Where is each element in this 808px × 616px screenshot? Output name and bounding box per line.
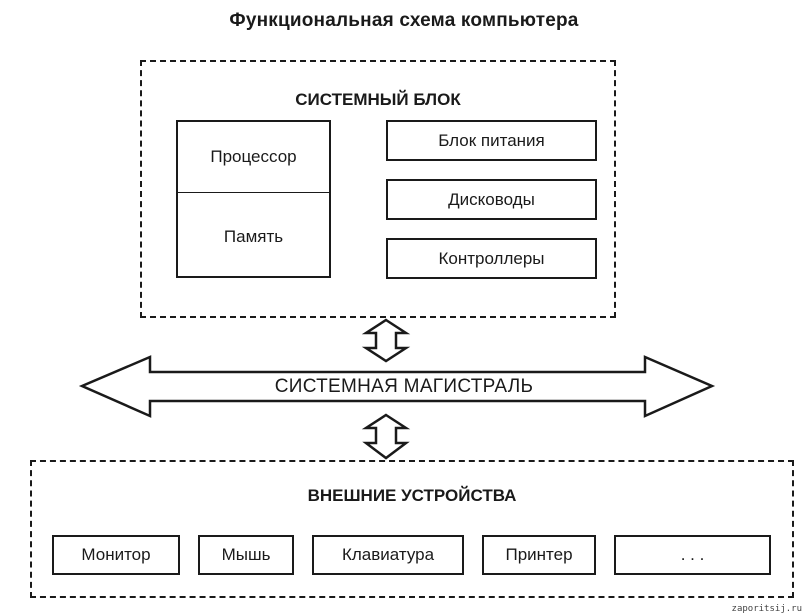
device-more: . . . bbox=[614, 535, 771, 575]
system-unit-heading: СИСТЕМНЫЙ БЛОК bbox=[295, 90, 461, 109]
device-printer: Принтер bbox=[482, 535, 596, 575]
system-bus-label: СИСТЕМНАЯ МАГИСТРАЛЬ bbox=[274, 376, 534, 397]
system-bus-arrow bbox=[78, 355, 716, 418]
power-supply-box: Блок питания bbox=[386, 120, 597, 161]
diagram-title: Функциональная схема компьютера bbox=[229, 10, 579, 31]
device-mouse: Мышь bbox=[198, 535, 294, 575]
watermark: zaporitsij.ru bbox=[731, 604, 802, 614]
processor-memory-divider bbox=[178, 192, 329, 193]
external-devices-container bbox=[30, 460, 794, 598]
memory-label: Память bbox=[223, 227, 284, 246]
upper-connector-arrow bbox=[361, 318, 411, 363]
controllers-box: Контроллеры bbox=[386, 238, 597, 279]
device-keyboard: Клавиатура bbox=[312, 535, 464, 575]
external-devices-heading: ВНЕШНИЕ УСТРОЙСТВА bbox=[307, 486, 517, 505]
system-unit-container bbox=[140, 60, 616, 318]
lower-connector-arrow bbox=[361, 413, 411, 460]
disk-drives-box: Дисководы bbox=[386, 179, 597, 220]
processor-label: Процессор bbox=[210, 147, 297, 166]
processor-memory-block: Процессор Память bbox=[176, 120, 331, 278]
device-monitor: Монитор bbox=[52, 535, 180, 575]
